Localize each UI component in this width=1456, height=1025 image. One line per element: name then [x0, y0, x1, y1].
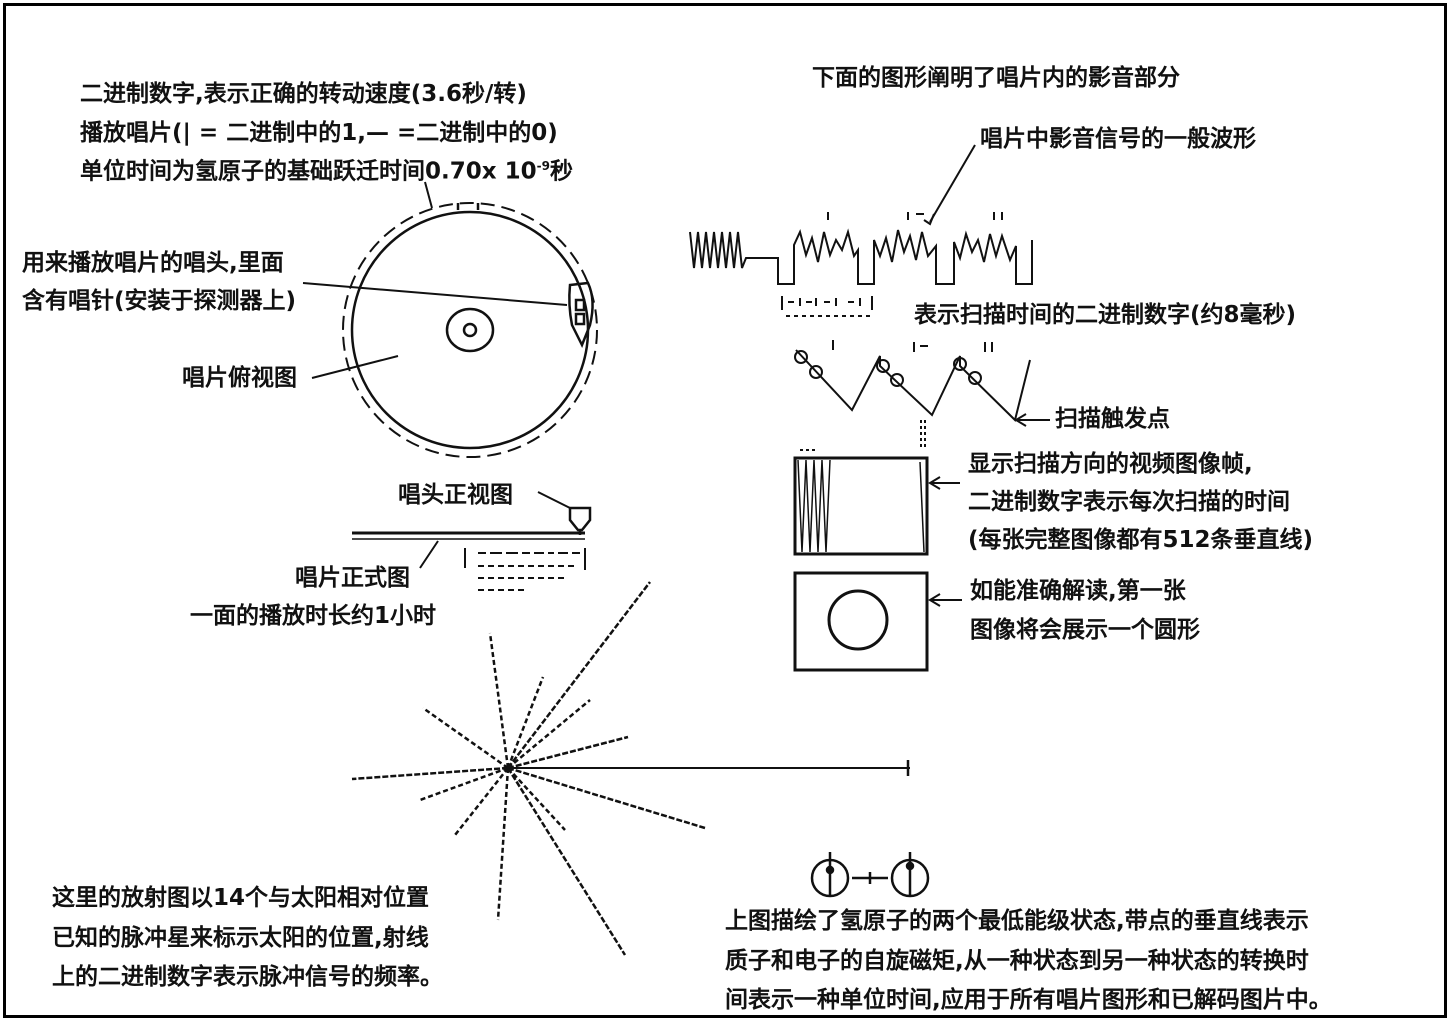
rotation-speed-text: 二进制数字,表示正确的转动速度(3.6秒/转) — [80, 81, 527, 107]
pulsar-map — [351, 581, 910, 956]
stylus-label-line1: 用来播放唱片的唱头,里面 — [22, 250, 284, 276]
circle-label-line1: 如能准确解读,第一张 — [970, 578, 1186, 604]
scan-sawtooth — [794, 340, 1050, 450]
record-front-view — [352, 491, 592, 591]
hydrogen-text-line1: 上图描绘了氢原子的两个最低能级状态,带点的垂直线表示 — [725, 908, 1309, 934]
stylus-head — [568, 281, 594, 349]
record-front-view-label: 唱片正式图 — [295, 565, 410, 591]
hydrogen-text-line2: 质子和电子的自旋磁矩,从一种状态到另一种状态的转换时 — [725, 948, 1309, 974]
record-top-view-label: 唱片俯视图 — [182, 365, 297, 391]
pulsar-text-line2: 已知的脉冲星来标示太阳的位置,射线 — [52, 925, 429, 951]
hydrogen-atom-diagram — [810, 852, 930, 898]
unit-time-text: 单位时间为氢原子的基础跃迁时间0.70x 10-9秒 — [80, 160, 573, 184]
trigger-label: 扫描触发点 — [1055, 406, 1170, 432]
pulsar-text-line3: 上的二进制数字表示脉冲信号的频率。 — [52, 964, 443, 990]
frame-label-line2: 二进制数字表示每次扫描的时间 — [968, 489, 1290, 515]
stylus-label-line2: 含有唱针(安装于探测器上) — [22, 288, 297, 314]
unit-time-suffix: 秒 — [549, 158, 573, 185]
scan-time-label: 表示扫描时间的二进制数字(约8毫秒) — [914, 302, 1297, 328]
waveform-label: 唱片中影音信号的一般波形 — [980, 126, 1256, 152]
hydrogen-text-line3: 间表示一种单位时间,应用于所有唱片图形和已解码图片中。 — [725, 987, 1332, 1013]
video-frame-scan — [793, 449, 960, 556]
record-top-view — [342, 202, 598, 458]
pulsar-text-line1: 这里的放射图以14个与太阳相对位置 — [52, 885, 430, 911]
binary-notation-text: 播放唱片(| = 二进制中的1,— =二进制中的0) — [80, 120, 558, 146]
unit-time-exponent: -9 — [536, 159, 550, 173]
outer-border — [3, 3, 1447, 1018]
frame-label-line1: 显示扫描方向的视频图像帧, — [968, 451, 1253, 477]
right-section-title: 下面的图形阐明了唱片内的影音部分 — [812, 65, 1180, 91]
head-front-view-label: 唱头正视图 — [398, 482, 513, 508]
play-time-label: 一面的播放时长约1小时 — [190, 603, 437, 629]
signal-waveform — [689, 144, 1033, 317]
frame-label-line3: (每张完整图像都有512条垂直线) — [968, 527, 1314, 553]
video-frame-circle — [793, 571, 962, 672]
circle-label-line2: 图像将会展示一个圆形 — [970, 617, 1200, 643]
unit-time-prefix: 单位时间为氢原子的基础跃迁时间0.70x 10 — [80, 158, 537, 185]
